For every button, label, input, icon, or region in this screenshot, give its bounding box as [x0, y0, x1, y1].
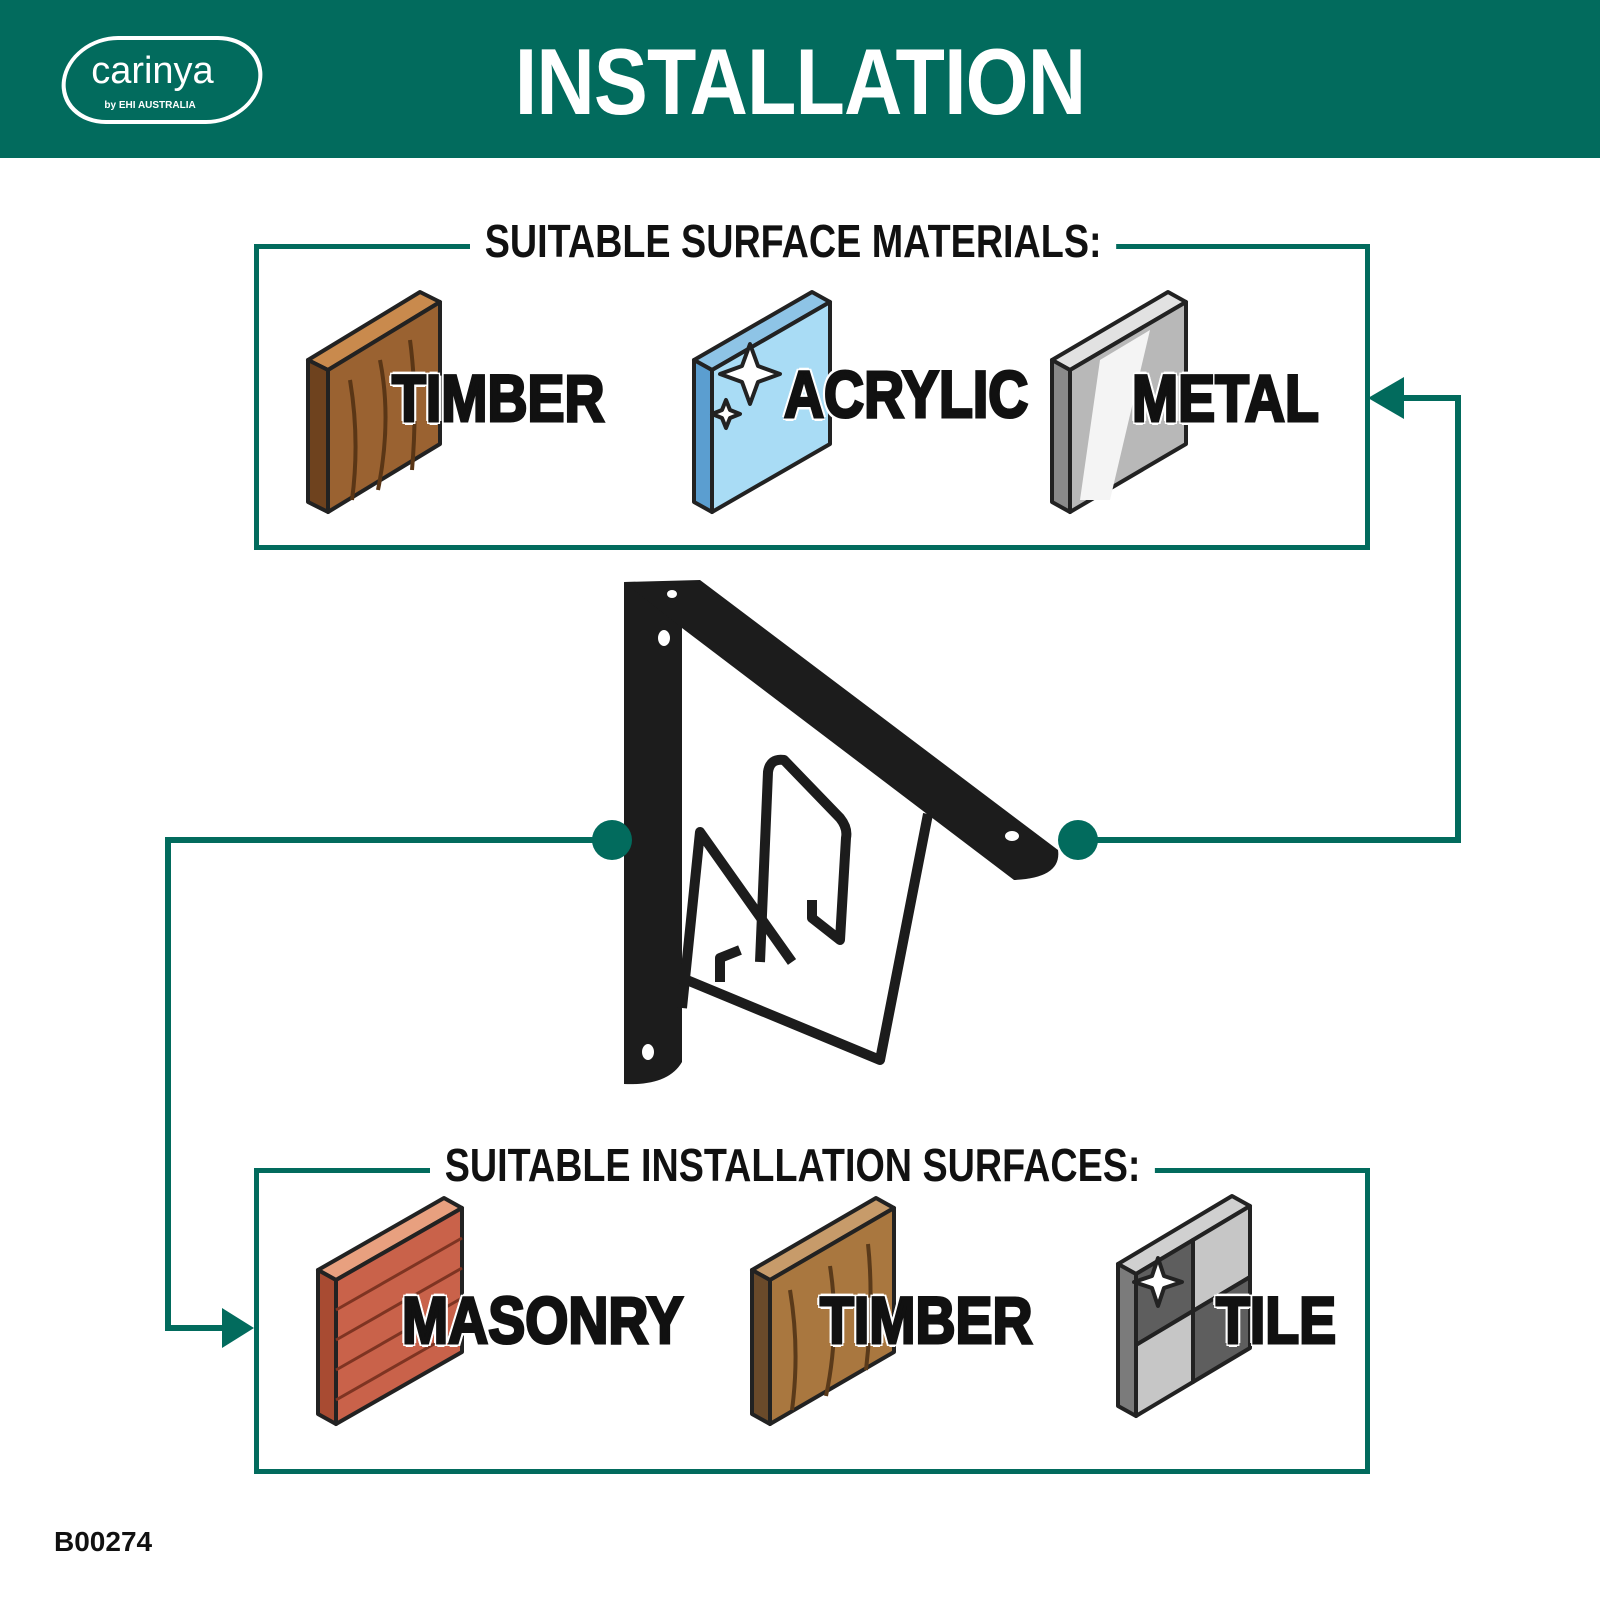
arrowhead-materials — [1368, 377, 1404, 419]
connector-dot-left — [592, 820, 632, 860]
surfaces-title: SUITABLE INSTALLATION SURFACES: — [430, 1138, 1156, 1192]
brick-wall-icon — [316, 1196, 464, 1426]
connector-to-surfaces — [165, 837, 612, 1331]
connector-dot-right — [1058, 820, 1098, 860]
tile-panel-icon — [1116, 1194, 1252, 1418]
surface-label-masonry: MASONRY — [401, 1282, 685, 1359]
materials-title: SUITABLE SURFACE MATERIALS: — [470, 214, 1117, 268]
shelf-bracket — [624, 580, 1059, 1085]
material-label-timber: TIMBER — [391, 360, 606, 437]
surface-label-timber: TIMBER — [819, 1282, 1034, 1359]
product-code: B00274 — [54, 1526, 153, 1557]
wood-block-icon — [750, 1196, 896, 1426]
material-label-acrylic: ACRYLIC — [783, 356, 1030, 433]
wood-block-icon — [306, 290, 442, 514]
metal-sheet-icon — [1050, 290, 1188, 514]
page-title: INSTALLATION — [514, 29, 1086, 134]
connector-to-materials — [1078, 395, 1461, 843]
arrowhead-surfaces — [222, 1308, 254, 1348]
acrylic-panel-icon — [692, 290, 832, 514]
surface-label-tile: TILE — [1215, 1282, 1338, 1359]
material-label-metal: METAL — [1131, 360, 1320, 437]
header-bar: carinya by EHI AUSTRALIA INSTALLATION — [0, 0, 1600, 158]
